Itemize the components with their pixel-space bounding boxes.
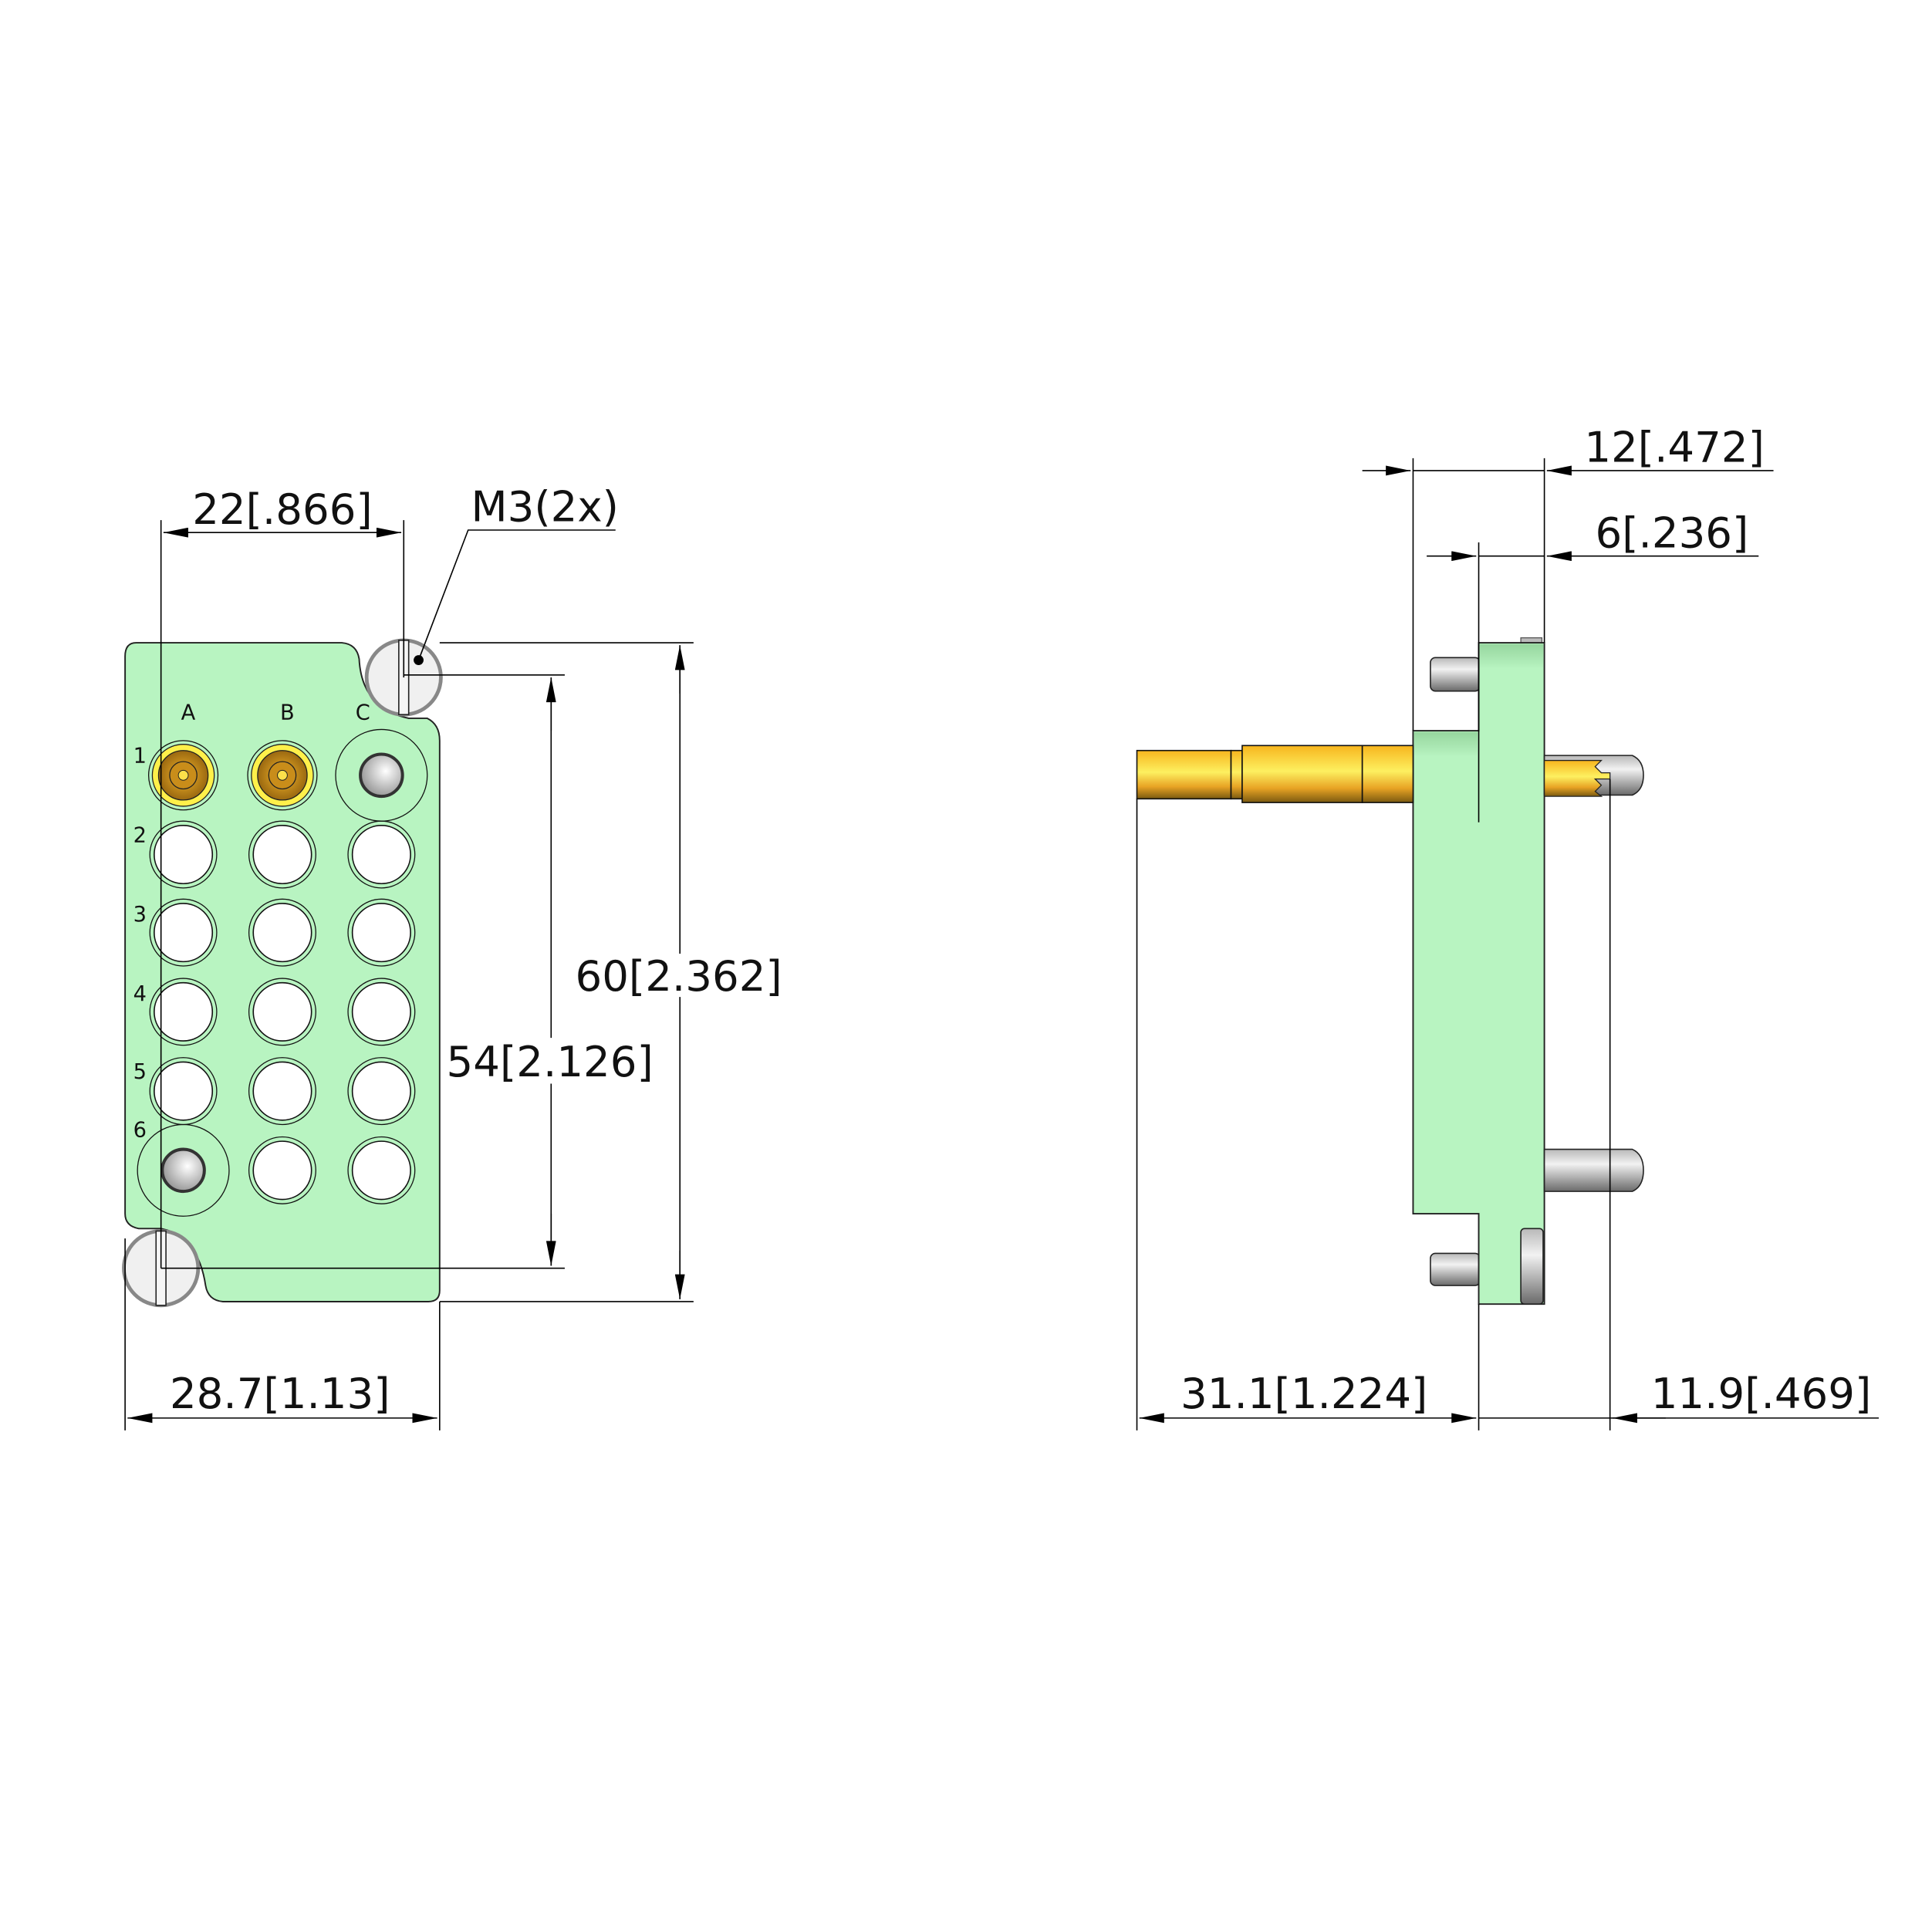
dim-total-thickness: 12[.472]	[1362, 423, 1774, 731]
row-label: 3	[133, 903, 147, 927]
contact-socket-front	[1543, 755, 1644, 797]
cavity-A5	[149, 1057, 218, 1126]
cavity-A1	[147, 740, 219, 811]
cavity-B4	[248, 978, 316, 1046]
side-view: 12[.472] 6[.236] 31.1[1.224] 11.9[.469]	[1136, 423, 1879, 1430]
front-view: A B C 1 2 3 4 5 6 22[.866] M3(2x) 60[2.362] 54[…	[122, 482, 782, 1430]
dim-flange-thickness: 6[.236]	[1427, 508, 1759, 643]
dim-hole-spacing: 54[2.126]	[160, 674, 654, 1269]
row-label: 1	[133, 745, 147, 768]
dim-front-length: 11.9[.469]	[1478, 779, 1879, 1430]
front-plate	[124, 642, 441, 1302]
column-label: C	[356, 701, 370, 725]
dim-text: 28.7[1.13]	[170, 1369, 390, 1418]
dim-text: M3(2x)	[471, 482, 619, 532]
dim-text: 31.1[1.224]	[1180, 1369, 1427, 1418]
dim-pitch-width: 22[.866]	[160, 485, 405, 1268]
row-label: 2	[133, 823, 147, 847]
screw-head-side	[1520, 1228, 1544, 1305]
cavity-C2	[347, 820, 416, 889]
dim-text: 12[.472]	[1584, 423, 1764, 472]
cavity-B3	[248, 898, 316, 967]
cavity-A2	[149, 820, 218, 889]
column-label: A	[181, 701, 196, 725]
cavity-C6	[347, 1136, 416, 1204]
cavity-B6	[248, 1136, 316, 1204]
cavity-B5	[248, 1057, 316, 1126]
guide-pin-front	[1543, 1148, 1644, 1192]
cavity-A3	[149, 898, 218, 967]
cavity-C4	[347, 978, 416, 1046]
cavity-A6	[137, 1123, 230, 1217]
row-label: 6	[133, 1119, 147, 1143]
cavity-B2	[248, 820, 316, 889]
dim-rear-length: 31.1[1.224]	[1136, 799, 1480, 1430]
cavity-C3	[347, 898, 416, 967]
cavity-B1	[247, 740, 318, 811]
dim-text: 54[2.126]	[447, 1037, 654, 1086]
dim-text: 11.9[.469]	[1651, 1369, 1872, 1418]
pin-guide-bottom	[1430, 1252, 1481, 1286]
dim-text: 6[.236]	[1596, 508, 1749, 557]
row-label: 5	[133, 1060, 147, 1084]
dim-text: 22[.866]	[192, 485, 373, 534]
row-label: 4	[133, 982, 147, 1006]
side-body	[1412, 642, 1545, 1305]
cavity-C5	[347, 1057, 416, 1126]
cavity-A4	[149, 978, 218, 1046]
dim-thread-callout: M3(2x)	[414, 482, 619, 665]
dim-overall-height: 60[2.362]	[439, 642, 782, 1302]
dim-overall-width: 28.7[1.13]	[124, 1238, 441, 1430]
contact-pin-gold	[1136, 745, 1414, 803]
column-label: B	[280, 701, 295, 725]
dim-text: 60[2.362]	[576, 951, 782, 1001]
pin-guide-top	[1430, 657, 1481, 692]
